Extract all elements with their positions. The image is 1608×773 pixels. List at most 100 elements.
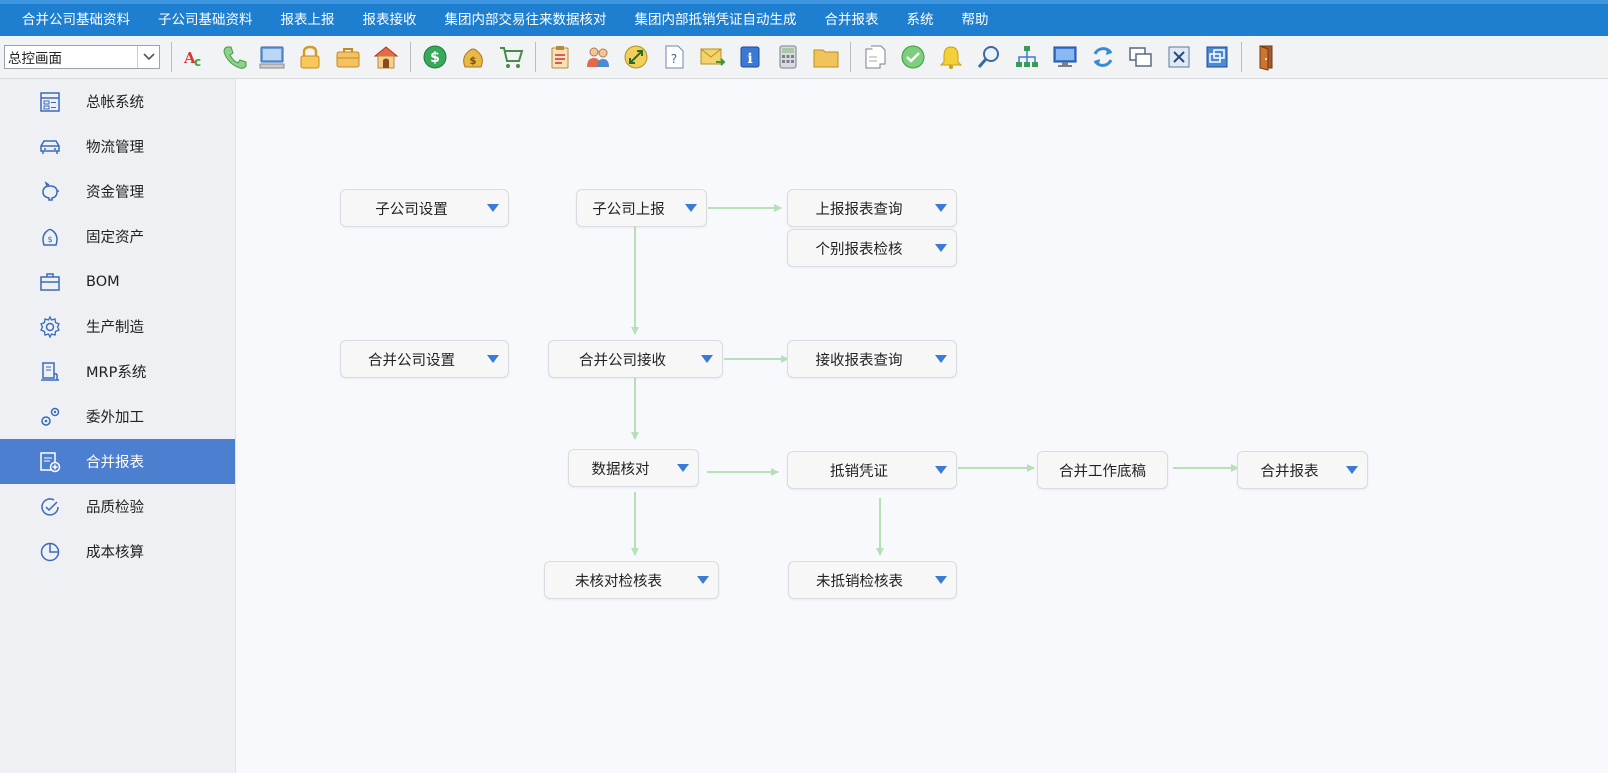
refresh-icon[interactable] (1084, 38, 1122, 76)
gears-icon (36, 403, 64, 431)
info-icon[interactable]: i (731, 38, 769, 76)
truck-icon (36, 133, 64, 161)
svg-text:$: $ (47, 235, 52, 244)
menu-help[interactable]: 帮助 (961, 12, 989, 28)
close-box-icon[interactable] (1160, 38, 1198, 76)
piggy-bank-icon (36, 178, 64, 206)
svg-text:$: $ (430, 50, 440, 66)
home-icon[interactable] (367, 38, 405, 76)
flow-node-unchecked-report[interactable]: 未核对检核表 (544, 561, 719, 599)
check-circle-icon (36, 493, 64, 521)
toolbar-separator (850, 42, 851, 72)
sidebar-item-label: 委外加工 (86, 410, 144, 426)
sidebar-item-general-ledger[interactable]: 总帐系统 (0, 79, 235, 124)
caret-down-icon[interactable] (934, 354, 948, 364)
sidebar-item-funds[interactable]: 资金管理 (0, 169, 235, 214)
flow-node-individual-check[interactable]: 个别报表检核 (787, 229, 957, 267)
menu-parent-basic[interactable]: 合并公司基础资料 (22, 12, 130, 28)
flow-connectors (631, 204, 1239, 556)
sidebar-item-label: BOM (86, 273, 120, 290)
menu-internal-check[interactable]: 集团内部交易往来数据核对 (444, 12, 607, 28)
sidebar-item-label: 合并报表 (86, 455, 144, 471)
flow-node-data-check[interactable]: 数据核对 (568, 449, 699, 487)
caret-down-icon[interactable] (934, 243, 948, 253)
flow-node-sub-setup[interactable]: 子公司设置 (340, 189, 509, 227)
flow-node-sub-report[interactable]: 子公司上报 (576, 189, 707, 227)
sidebar-item-label: 生产制造 (86, 320, 144, 336)
flow-node-report-query[interactable]: 上报报表查询 (787, 189, 957, 227)
search-icon[interactable] (970, 38, 1008, 76)
caret-down-icon[interactable] (1345, 465, 1359, 475)
phone-icon[interactable] (215, 38, 253, 76)
caret-down-icon[interactable] (696, 575, 710, 585)
clipboard-icon[interactable] (541, 38, 579, 76)
copy-doc-icon[interactable] (856, 38, 894, 76)
flow-node-consolidated-report[interactable]: 合并报表 (1237, 451, 1368, 489)
cart-icon[interactable] (492, 38, 530, 76)
sidebar-item-bom[interactable]: BOM (0, 259, 235, 304)
flow-node-parent-receive[interactable]: 合并公司接收 (548, 340, 723, 378)
menu-system[interactable]: 系统 (906, 12, 934, 28)
svg-text:A: A (183, 49, 196, 67)
exit-door-icon[interactable] (1247, 38, 1285, 76)
flow-node-worksheet[interactable]: 合并工作底稿 (1037, 451, 1168, 489)
computer-icon[interactable] (253, 38, 291, 76)
windows-icon[interactable] (1122, 38, 1160, 76)
chevron-down-icon[interactable] (137, 46, 159, 68)
bell-icon[interactable] (932, 38, 970, 76)
caret-down-icon[interactable] (934, 575, 948, 585)
menu-report-upload[interactable]: 报表上报 (280, 12, 335, 28)
gear-icon (36, 313, 64, 341)
menu-sub-basic[interactable]: 子公司基础资料 (158, 12, 253, 28)
org-chart-icon[interactable] (1008, 38, 1046, 76)
dollar-coin-icon[interactable]: $ (416, 38, 454, 76)
sidebar-item-label: 资金管理 (86, 185, 144, 201)
ledger-icon (36, 88, 64, 116)
caret-down-icon[interactable] (684, 203, 698, 213)
lock-icon[interactable] (291, 38, 329, 76)
sidebar-item-mrp[interactable]: MRP系统 (0, 349, 235, 394)
menu-offset-voucher[interactable]: 集团内部抵销凭证自动生成 (634, 12, 797, 28)
caret-down-icon[interactable] (486, 354, 500, 364)
flow-node-label: 接收报表查询 (815, 352, 903, 369)
sidebar-item-outsourcing[interactable]: 委外加工 (0, 394, 235, 439)
caret-down-icon[interactable] (486, 203, 500, 213)
flow-node-receive-query[interactable]: 接收报表查询 (787, 340, 957, 378)
flow-node-label: 上报报表查询 (815, 201, 903, 218)
calculator-icon[interactable] (769, 38, 807, 76)
sidebar-item-fixed-assets[interactable]: $ 固定资产 (0, 214, 235, 259)
users-icon[interactable] (579, 38, 617, 76)
flow-node-parent-setup[interactable]: 合并公司设置 (340, 340, 509, 378)
flow-node-label: 合并报表 (1260, 463, 1319, 480)
monitor-icon[interactable] (1046, 38, 1084, 76)
sidebar-item-consolidated-report[interactable]: 合并报表 (0, 439, 235, 484)
sidebar-item-cost[interactable]: 成本核算 (0, 529, 235, 574)
money-bag-icon[interactable]: $ (454, 38, 492, 76)
svg-text:i: i (747, 51, 752, 67)
sidebar: 总帐系统 物流管理 资金管理 $ 固定资产 BOM 生产制造 MRP系统 委外加… (0, 79, 236, 773)
flow-node-unoffset-report[interactable]: 未抵销检核表 (788, 561, 957, 599)
flow-canvas: 子公司设置 子公司上报 上报报表查询 个别报表检核 合并公司设置 合并公司接收 … (237, 79, 1608, 773)
sidebar-item-quality[interactable]: 品质检验 (0, 484, 235, 529)
pie-chart-icon (36, 538, 64, 566)
caret-down-icon[interactable] (934, 203, 948, 213)
help-doc-icon[interactable]: ? (655, 38, 693, 76)
sidebar-item-label: 固定资产 (86, 230, 144, 246)
sidebar-item-logistics[interactable]: 物流管理 (0, 124, 235, 169)
menu-consolidated[interactable]: 合并报表 (824, 12, 879, 28)
menu-report-receive[interactable]: 报表接收 (362, 12, 417, 28)
folder-icon[interactable] (807, 38, 845, 76)
flow-node-offset-voucher[interactable]: 抵销凭证 (787, 451, 957, 489)
caret-down-icon[interactable] (676, 463, 690, 473)
caret-down-icon[interactable] (934, 465, 948, 475)
sidebar-item-production[interactable]: 生产制造 (0, 304, 235, 349)
window-restore-icon[interactable] (1198, 38, 1236, 76)
exchange-icon[interactable] (617, 38, 655, 76)
briefcase-icon[interactable] (329, 38, 367, 76)
screen-select[interactable]: 总控画面 (4, 45, 160, 69)
caret-down-icon[interactable] (700, 354, 714, 364)
mail-icon[interactable] (693, 38, 731, 76)
flow-node-label: 子公司设置 (375, 201, 448, 218)
check-circle-icon[interactable] (894, 38, 932, 76)
